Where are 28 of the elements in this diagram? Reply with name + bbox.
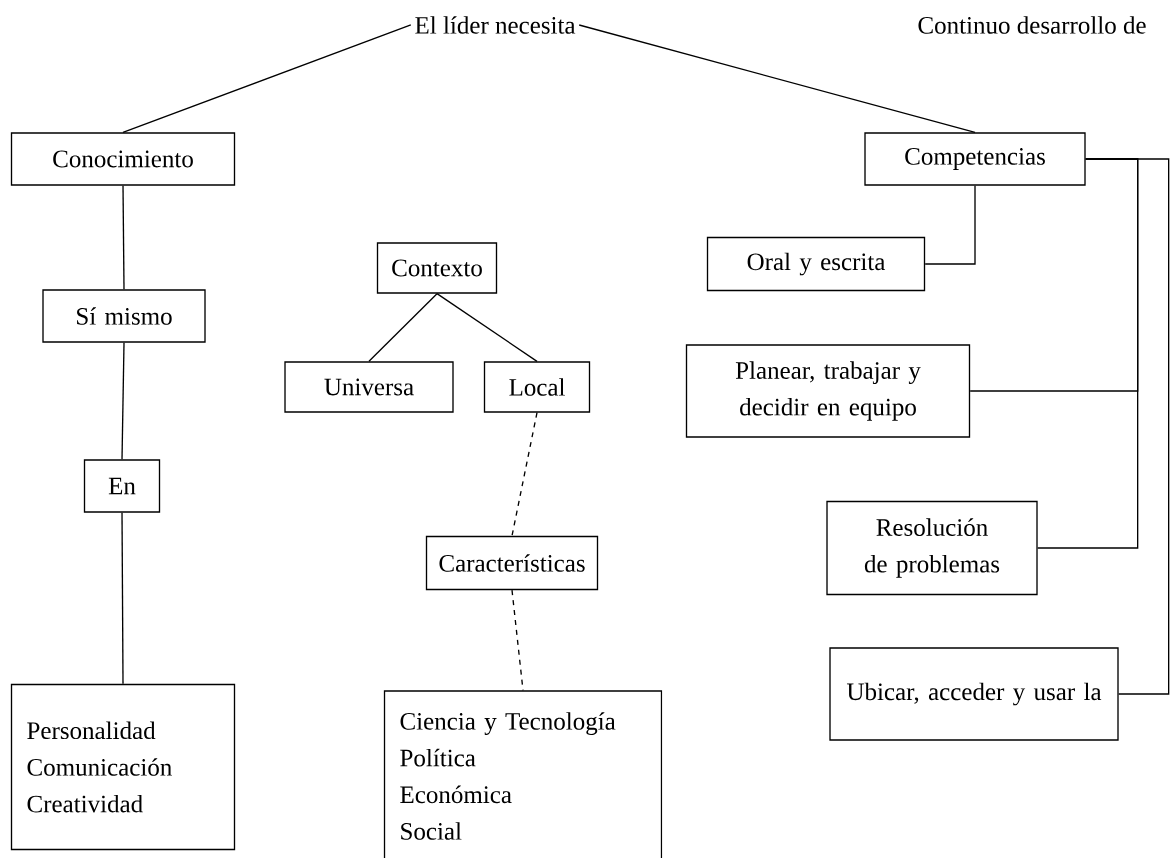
connector-line bbox=[578, 24, 976, 133]
list-box: Personalidad Comunicación Creatividad bbox=[10, 683, 236, 851]
connector-line bbox=[1085, 158, 1170, 695]
concept-box: Competencias bbox=[864, 132, 1086, 186]
concept-box: Sí mismo bbox=[42, 289, 206, 343]
connector-line bbox=[924, 185, 976, 265]
connector-line bbox=[511, 412, 538, 537]
connector-line bbox=[368, 293, 438, 362]
connector-line bbox=[511, 589, 524, 691]
connector-line bbox=[1037, 158, 1139, 549]
connector-line bbox=[122, 185, 125, 290]
concept-box: Resolución de problemas bbox=[826, 500, 1038, 596]
connector-line bbox=[121, 342, 125, 460]
concept-box: Planear, trabajar y decidir en equipo bbox=[685, 344, 971, 438]
list-box: Ciencia y Tecnología Política Económica Social bbox=[383, 690, 663, 858]
heading-text: El líder necesita bbox=[415, 16, 576, 34]
concept-box: Local bbox=[483, 361, 591, 413]
concept-box: En bbox=[83, 459, 161, 513]
concept-box: Oral y escrita bbox=[706, 236, 926, 292]
concept-box: Contexto bbox=[376, 242, 498, 294]
connector-line bbox=[436, 293, 538, 362]
connector-line bbox=[122, 24, 412, 133]
concept-box: Conocimiento bbox=[10, 132, 236, 186]
text-label: Continuo desarrollo de bbox=[918, 16, 1146, 34]
connector-line bbox=[121, 512, 124, 685]
concept-box: Universa bbox=[284, 361, 454, 413]
concept-box: Características bbox=[425, 535, 599, 591]
concept-box: Ubicar, acceder y usar la bbox=[829, 647, 1119, 741]
